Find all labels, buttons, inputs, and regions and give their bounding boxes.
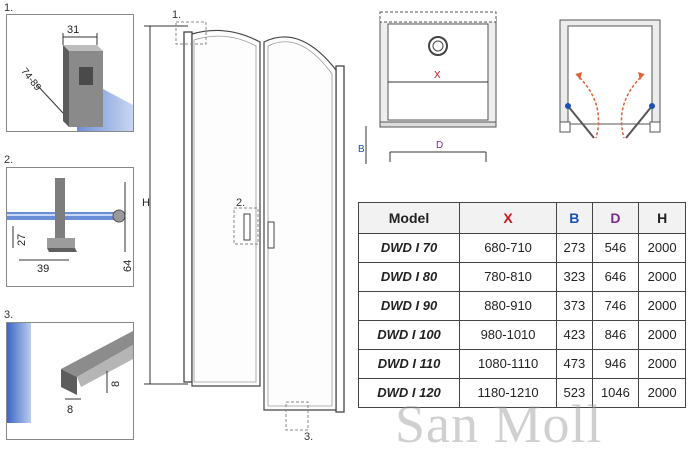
detail-1-number: 1. [4,2,14,14]
header-d: D [591,202,640,234]
callout-box-1 [175,21,207,45]
detail-3-box: 8 8 [6,322,134,440]
table-header-row: Model X B D H [358,202,686,234]
plan-b-label: B [358,144,365,155]
model-cell: DWD I 120 [358,377,460,409]
callout-1: 1. [172,9,181,21]
value-cell: 423 [556,319,593,350]
model-cell: DWD I 80 [358,261,460,292]
header-model: Model [358,202,460,234]
callout-box-2 [233,207,259,245]
detail-2-dim-64: 64 [122,260,133,272]
value-cell: 746 [591,290,640,321]
plan-x-label: X [434,70,441,81]
detail-1-dim-74-89: 74-89 [18,66,43,93]
value-cell: 2000 [638,319,686,350]
header-h: H [638,202,686,234]
detail-1-box: 31 74-89 [6,14,134,132]
plan-d-label: D [436,140,443,151]
detail-3-drawing: 8 8 [7,323,133,423]
value-cell: 646 [591,261,640,292]
model-cell: DWD I 110 [358,348,460,379]
height-label: H [142,197,150,209]
value-cell: 846 [591,319,640,350]
value-cell: 523 [556,377,593,409]
detail-2-number: 2. [4,154,14,166]
value-cell: 273 [556,232,593,263]
value-cell: 1180-1210 [458,377,558,409]
door-elevation: H 1. 2. 3. [142,9,345,443]
model-cell: DWD I 90 [358,290,460,321]
watermark: San Moll [395,394,603,454]
value-cell: 2000 [638,377,686,409]
value-cell: 373 [556,290,593,321]
detail-2-box: 27 39 64 [6,167,134,287]
callout-2: 2. [236,197,245,209]
value-cell: 2000 [638,290,686,321]
header-x: X [458,202,558,234]
value-cell: 2000 [638,232,686,263]
detail-1-dim-31: 31 [67,24,79,36]
detail-2-drawing: 27 39 64 [7,178,133,275]
model-cell: DWD I 100 [358,319,460,350]
value-cell: 946 [591,348,640,379]
value-cell: 473 [556,348,593,379]
value-cell: 2000 [638,261,686,292]
value-cell: 2000 [638,348,686,379]
value-cell: 780-810 [458,261,558,292]
plan-view: X B D [358,11,497,164]
value-cell: 680-710 [458,232,558,263]
model-cell: DWD I 70 [358,232,460,263]
detail-2-dim-27: 27 [16,234,28,246]
callout-box-3 [285,401,309,431]
detail-3-dim-8b: 8 [110,381,122,387]
value-cell: 1080-1110 [458,348,558,379]
detail-1-drawing: 31 74-89 [18,24,133,131]
value-cell: 546 [591,232,640,263]
value-cell: 880-910 [458,290,558,321]
detail-3-dim-8a: 8 [67,404,73,416]
detail-3-number: 3. [4,309,14,321]
detail-2-dim-39: 39 [37,263,49,275]
value-cell: 980-1010 [458,319,558,350]
opening-view [559,19,661,139]
value-cell: 323 [556,261,593,292]
callout-3: 3. [304,431,313,443]
header-b: B [556,202,593,234]
